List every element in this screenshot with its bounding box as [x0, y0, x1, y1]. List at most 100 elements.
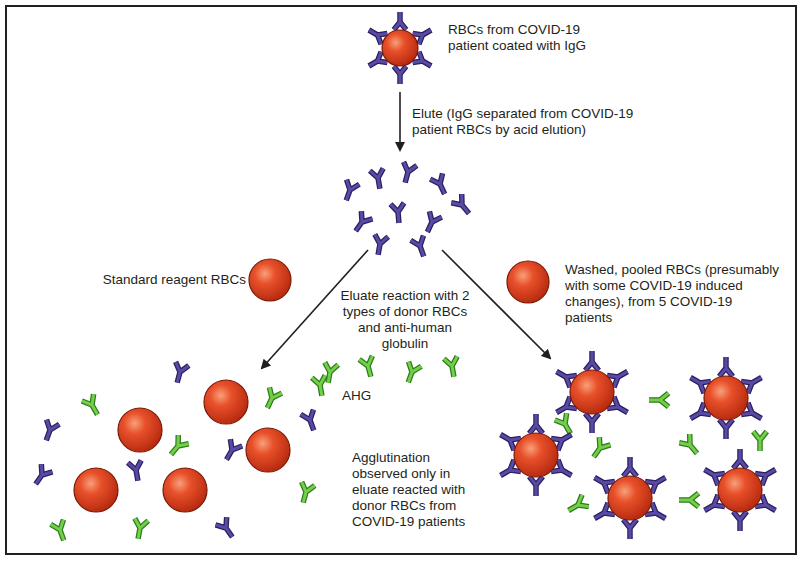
antibody-outline — [719, 357, 733, 377]
antibody-outline — [166, 435, 189, 459]
step-caption: Eluate reaction with 2 types of donor RB… — [340, 288, 470, 352]
ahg-antibody — [555, 413, 577, 437]
igg-antibody — [394, 66, 406, 84]
antibody-fill — [402, 362, 422, 385]
red-blood-cell — [507, 261, 549, 303]
antibody-fill — [679, 493, 699, 507]
ahg-antibody — [565, 495, 589, 517]
antibody-fill — [529, 476, 543, 496]
antibody-outline — [585, 351, 599, 371]
antibody-fill — [719, 419, 733, 439]
antibody-fill — [221, 439, 243, 463]
antibody-outline — [51, 520, 71, 543]
antibody-fill — [371, 234, 388, 256]
igg-antibody — [451, 194, 474, 218]
red-blood-cell — [118, 408, 162, 452]
antibody-outline — [753, 431, 767, 451]
antibody-outline — [350, 211, 372, 235]
antibody-fill — [171, 362, 189, 384]
igg-antibody — [394, 12, 406, 30]
ahg-antibody — [297, 482, 315, 504]
antibody-outline — [679, 493, 699, 507]
frame — [6, 6, 796, 554]
antibody-outline — [394, 12, 406, 30]
igg-antibody — [623, 519, 637, 539]
antibody-fill — [30, 464, 52, 488]
ahg-antibody — [649, 393, 669, 407]
red-blood-cell — [249, 259, 291, 301]
ahg-antibody — [359, 356, 377, 378]
igg-antibody — [371, 234, 388, 256]
antibody-fill — [623, 519, 637, 539]
antibody-fill — [312, 375, 329, 397]
antibody-outline — [649, 393, 669, 407]
antibody-fill — [301, 410, 321, 433]
result-caption: Agglutination observed only in eluate re… — [352, 450, 486, 530]
antibody-fill — [421, 211, 442, 235]
igg-antibody — [623, 457, 637, 477]
antibody-fill — [585, 413, 599, 433]
antibody-fill — [411, 236, 431, 259]
red-blood-cell — [246, 428, 290, 472]
antibody-outline — [430, 173, 451, 197]
ahg-antibody — [753, 431, 767, 451]
antibody-outline — [529, 414, 543, 434]
igg-antibody — [719, 357, 733, 377]
ahg-antibody — [402, 362, 422, 385]
antibody-fill — [128, 460, 145, 482]
igg-antibody — [390, 203, 405, 224]
antibody-fill — [565, 495, 589, 517]
antibody-fill — [733, 511, 747, 531]
ahg-antibody — [312, 375, 329, 397]
antibody-outline — [30, 464, 52, 488]
igg-antibody — [421, 211, 442, 235]
antibody-outline — [297, 482, 315, 504]
antibody-fill — [529, 414, 543, 434]
antibody-fill — [350, 211, 372, 235]
antibody-fill — [585, 351, 599, 371]
igg-antibody — [411, 236, 431, 259]
antibody-outline — [565, 495, 589, 517]
antibody-fill — [399, 162, 417, 184]
antibody-outline — [444, 356, 461, 378]
antibody-fill — [359, 356, 377, 378]
antibody-outline — [390, 203, 405, 224]
ahg-antibody — [444, 356, 461, 378]
antibody-fill — [679, 434, 702, 458]
antibody-fill — [394, 66, 406, 84]
antibody-fill — [444, 356, 461, 378]
igg-antibody — [733, 449, 747, 469]
antibody-outline — [529, 476, 543, 496]
antibody-fill — [719, 357, 733, 377]
arrow — [399, 92, 401, 150]
antibody-fill — [753, 431, 767, 451]
red-blood-cell — [704, 376, 748, 420]
igg-antibody — [733, 511, 747, 531]
igg-antibody — [30, 464, 52, 488]
antibody-outline — [451, 194, 474, 218]
step-caption: Elute (IgG separated from COVID-19 patie… — [412, 106, 662, 138]
antibody-fill — [166, 435, 189, 459]
antibody-fill — [555, 413, 577, 437]
antibody-outline — [623, 457, 637, 477]
antibody-outline — [171, 362, 189, 384]
antibody-outline — [221, 439, 243, 463]
igg-antibody — [529, 476, 543, 496]
ahg-antibody — [51, 520, 71, 543]
igg-antibody — [171, 362, 189, 384]
antibody-outline — [40, 420, 60, 443]
igg-antibody — [215, 517, 237, 541]
igg-antibody — [399, 162, 417, 184]
igg-antibody — [221, 439, 243, 463]
antibody-outline — [301, 410, 321, 433]
antibody-fill — [623, 457, 637, 477]
antibody-outline — [679, 434, 702, 458]
antibody-outline — [312, 375, 329, 397]
igg-antibody — [370, 168, 387, 190]
antibody-outline — [131, 518, 148, 540]
antibody-outline — [215, 517, 237, 541]
antibody-fill — [430, 173, 451, 197]
ahg-antibody — [82, 394, 104, 418]
igg-antibody — [585, 413, 599, 433]
antibody-outline — [128, 460, 145, 482]
